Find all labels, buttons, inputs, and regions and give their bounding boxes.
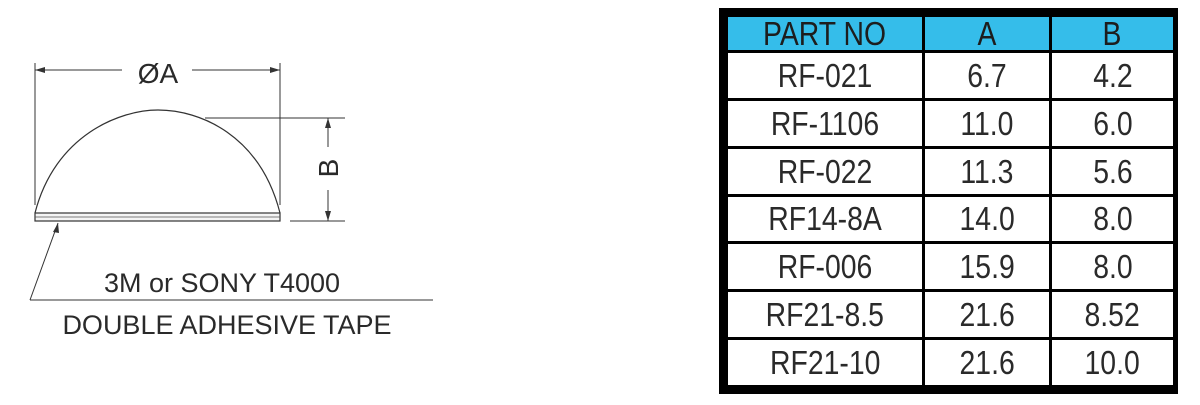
dim-b-arrow-bottom xyxy=(325,211,331,221)
dim-b-arrow-top xyxy=(325,118,331,128)
cell-part-no: RF-021 xyxy=(725,50,925,101)
dim-a-arrow-left xyxy=(35,67,45,73)
dim-a-arrow-right xyxy=(270,67,280,73)
dim-a-label: ØA xyxy=(138,58,179,89)
cell-b: 5.6 xyxy=(1049,145,1176,197)
header-b: B xyxy=(1049,14,1176,53)
tape-note-line2: DOUBLE ADHESIVE TAPE xyxy=(62,310,391,340)
table-row: RF-022 11.3 5.6 xyxy=(725,145,1176,197)
part-dimension-table: PART NO A B RF-021 6.7 4.2 RF-1106 11.0 … xyxy=(725,14,1176,388)
cell-a: 21.6 xyxy=(922,337,1052,388)
cell-part-no: RF21-8.5 xyxy=(725,289,925,341)
cell-a: 11.3 xyxy=(922,145,1052,197)
cell-a: 11.0 xyxy=(922,97,1052,149)
cell-a: 15.9 xyxy=(922,241,1052,293)
cell-part-no: RF14-8A xyxy=(725,193,925,245)
table-row: RF21-8.5 21.6 8.52 xyxy=(725,289,1176,341)
cell-b: 4.2 xyxy=(1049,50,1176,101)
tape-note-line1: 3M or SONY T4000 xyxy=(104,268,340,298)
table-row: RF-006 15.9 8.0 xyxy=(725,241,1176,293)
cell-a: 6.7 xyxy=(922,50,1052,101)
bumper-dimension-drawing: ØA B 3M or SONY T4000 DOUBLE ADHESIVE TA… xyxy=(29,58,433,340)
part-dimension-table-frame: PART NO A B RF-021 6.7 4.2 RF-1106 11.0 … xyxy=(719,8,1178,394)
table-row: RF-021 6.7 4.2 xyxy=(725,50,1176,101)
cell-a: 21.6 xyxy=(922,289,1052,341)
dim-b-label: B xyxy=(313,159,344,178)
cell-part-no: RF-006 xyxy=(725,241,925,293)
cell-b: 8.0 xyxy=(1049,241,1176,293)
header-part-no: PART NO xyxy=(725,14,925,53)
header-a: A xyxy=(922,14,1052,53)
cell-part-no: RF-1106 xyxy=(725,97,925,149)
dome-outline xyxy=(34,109,281,214)
cell-a: 14.0 xyxy=(922,193,1052,245)
cell-part-no: RF-022 xyxy=(725,145,925,197)
cell-b: 10.0 xyxy=(1049,337,1176,388)
cell-b: 6.0 xyxy=(1049,97,1176,149)
cell-part-no: RF21-10 xyxy=(725,337,925,388)
tape-leader-arrow xyxy=(53,223,59,233)
table-header-row: PART NO A B xyxy=(725,14,1176,53)
cell-b: 8.52 xyxy=(1049,289,1176,341)
table-row: RF21-10 21.6 10.0 xyxy=(725,337,1176,388)
cell-b: 8.0 xyxy=(1049,193,1176,245)
tape-leader-line xyxy=(29,222,59,301)
table-row: RF-1106 11.0 6.0 xyxy=(725,97,1176,149)
table-row: RF14-8A 14.0 8.0 xyxy=(725,193,1176,245)
